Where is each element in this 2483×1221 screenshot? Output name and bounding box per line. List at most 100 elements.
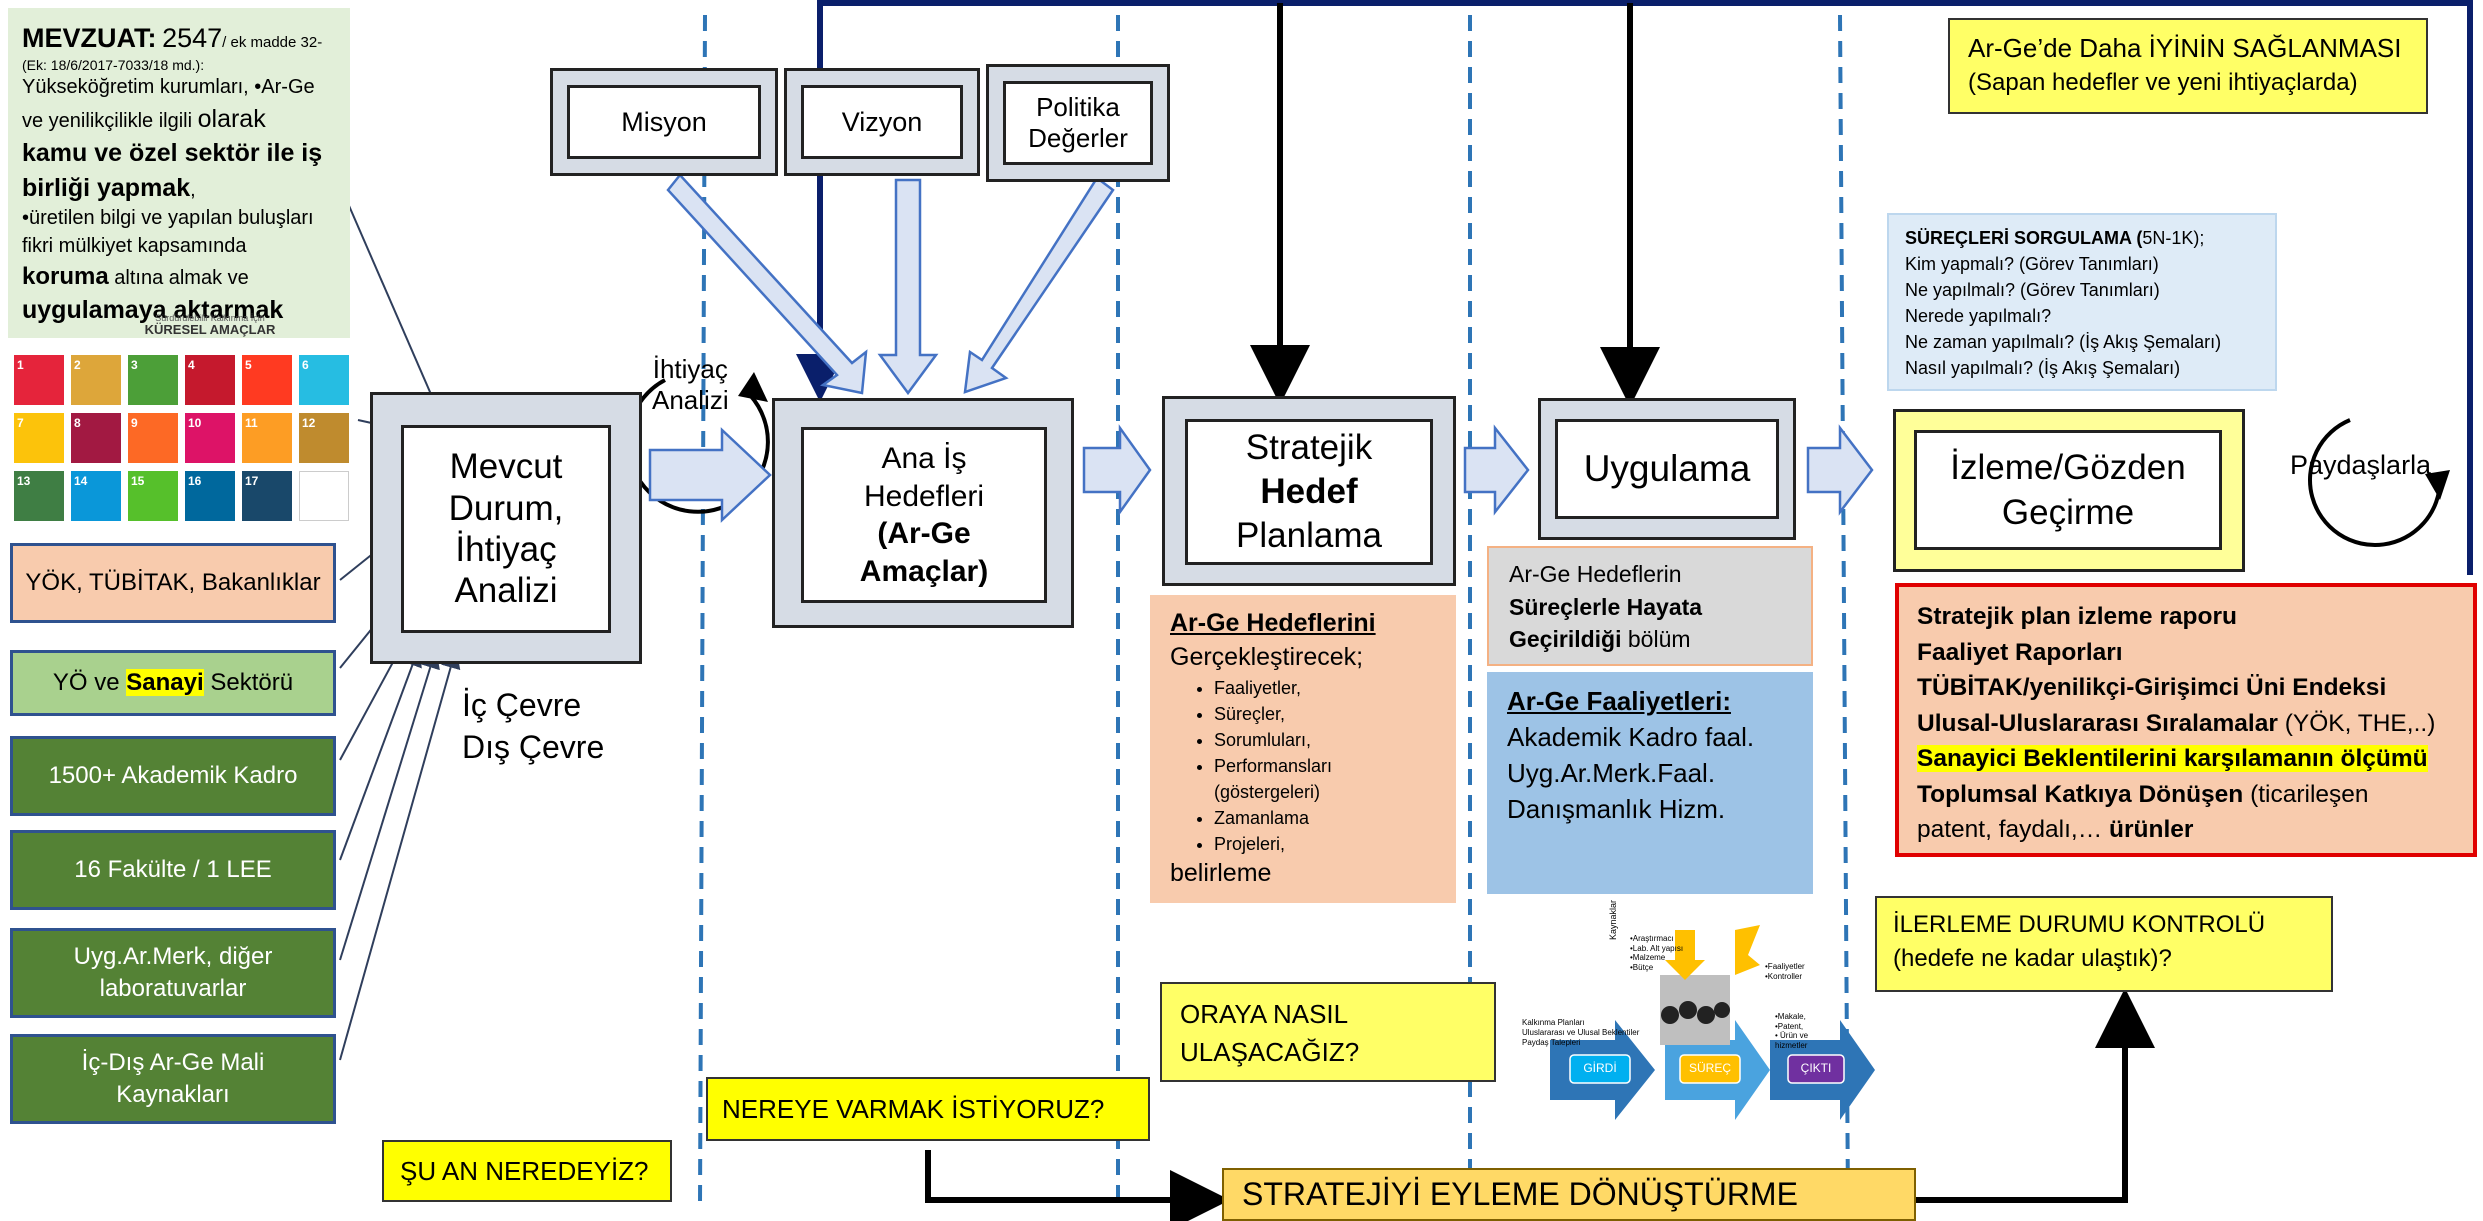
mevcut-durum-frame: Mevcut Durum, İhtiyaç Analizi (370, 392, 642, 664)
grey-l3b: bölüm (1621, 626, 1691, 653)
sdg-tile: 12 (299, 413, 349, 463)
eylem-box: STRATEJİYİ EYLEME DÖNÜŞTÜRME (1222, 1168, 1916, 1221)
faaliyet-l1: Akademik Kadro faal. (1507, 721, 1755, 752)
fakulte-label: 16 Fakülte / 1 LEE (74, 855, 272, 883)
yo-sanayi-box: YÖ ve Sanayi Sektörü (10, 650, 336, 716)
process-k2: •Lab. Alt yapısı (1630, 943, 1684, 953)
ana-is-frame: Ana İş Hedefleri (Ar-Ge Amaçlar) (772, 398, 1074, 628)
ihtiyac-l1: İhtiyaç (652, 354, 728, 384)
mevzuat-line7b: altına almak ve (108, 267, 249, 290)
process-surec-label: SÜREÇ (1688, 1061, 1731, 1075)
sdg-tile: 6 (299, 355, 349, 405)
ana-is-l3: (Ar-Ge (877, 517, 971, 550)
su-an-label: ŞU AN NEREDEYİZ? (400, 1155, 649, 1186)
fakulte-box: 16 Fakülte / 1 LEE (10, 830, 336, 910)
ilerleme-box: İLERLEME DURUMU KONTROLÜ (hedefe ne kada… (1875, 896, 2333, 992)
mevzuat-line2a: ve yenilikçilikle ilgili (22, 109, 198, 132)
mevzuat-ek: (Ek: 18/6/2017-7033/18 md.): (22, 57, 205, 74)
misyon-label: Misyon (621, 106, 707, 137)
mevzuat-line6: fikri mülkiyet kapsamında (22, 234, 247, 257)
izleme-l2: Geçirme (2001, 493, 2135, 532)
process-surec-btn (1679, 1054, 1741, 1084)
mevzuat-line7a: koruma (22, 263, 109, 291)
process-cikti-label: ÇIKTI (1800, 1061, 1832, 1075)
surecler-l2: Ne yapılmalı? (Görev Tanımları) (1905, 280, 2160, 301)
process-kaynak-arrow (1665, 930, 1705, 980)
process-gear (1679, 1001, 1697, 1019)
yo-label-a: YÖ ve (52, 669, 127, 696)
process-f2: •Kontroller (1765, 971, 1803, 981)
sdg-caption: Sürdürülebilir Kalkınma İçin KÜRESEL AMA… (140, 313, 280, 337)
sdg-tile (299, 471, 349, 521)
process-picture: Kaynaklar •Araştırmacı •Lab. Alt yapısı … (1520, 900, 1880, 1145)
process-girdi-text: Kalkınma Planları Uluslararası ve Ulusal… (1522, 1018, 1639, 1048)
sdg-caption-main: KÜRESEL AMAÇLAR (144, 322, 276, 337)
mevcut-l3: İhtiyaç (455, 530, 557, 569)
ic-cevre-label: İç Çevre (462, 687, 582, 723)
ana-is-l4: Amaçlar) (859, 554, 989, 588)
process-kaynak-list: •Araştırmacı •Lab. Alt yapısı •Malzeme •… (1630, 934, 1683, 972)
misyon-box: Misyon (567, 85, 761, 159)
izleme-l1: İzleme/Gözden (1950, 447, 2186, 487)
surecleri-sorgulama-box: SÜREÇLERİ SORGULAMA (5N-1K); Kim yapmalı… (1887, 213, 2277, 391)
uygulama-frame: Uygulama (1538, 398, 1796, 540)
sdg-tile: 3 (128, 355, 178, 405)
process-g3: Paydaş Talepleri (1522, 1038, 1581, 1047)
mevzuat-number: 2547 (162, 23, 223, 53)
sdg-tile: 10 (185, 413, 235, 463)
process-kaynaklar: Kaynaklar (1608, 899, 1618, 940)
uyg-label-1: Uyg.Ar.Merk, diğer (73, 942, 273, 970)
uygulama-box: Uygulama (1555, 419, 1779, 519)
izleme-raporu-box: Stratejik plan izleme raporu Faaliyet Ra… (1895, 583, 2477, 857)
surecler-title: SÜREÇLERİ SORGULAMA ( (1905, 228, 2143, 248)
process-c2: •Patent, (1775, 1021, 1804, 1031)
mevcut-durum-box: Mevcut Durum, İhtiyaç Analizi (401, 425, 611, 633)
nereye-label: NEREYE VARMAK İSTİYORUZ? (722, 1093, 1105, 1124)
arge-hedef-item: Projeleri, (1214, 831, 1436, 857)
mali-label-1: İç-Dış Ar-Ge Mali (81, 1048, 265, 1076)
process-gear (1697, 1006, 1715, 1024)
mevzuat-line4a: birliği yapmak (22, 173, 191, 202)
misyon-frame: Misyon (550, 68, 778, 176)
stratejik-l2: Hedef (1260, 472, 1358, 512)
grey-l1: Ar-Ge Hedeflerin (1509, 561, 1682, 587)
grey-l2: Süreçlerle Hayata (1509, 593, 1703, 620)
process-gear (1714, 1002, 1730, 1018)
process-k3: •Malzeme (1630, 953, 1666, 963)
mevzuat-line5: •üretilen bilgi ve yapılan buluşları (22, 207, 314, 230)
oraya-l1: ORAYA NASIL (1180, 999, 1349, 1029)
sdg-tile: 13 (14, 471, 64, 521)
stratejik-l3: Planlama (1236, 515, 1382, 555)
sdg-caption-small: Sürdürülebilir Kalkınma İçin (155, 313, 265, 323)
sdg-tile: 4 (185, 355, 235, 405)
process-cikti-text: •Makale, •Patent, • Ürün ve hizmetler (1775, 1012, 1808, 1050)
mevzuat-line2b: olarak (197, 104, 266, 133)
rapor-l3: TÜBİTAK/yenilikçi-Girişimci Üni Endeksi (1917, 674, 2387, 702)
paydaslar-label: Paydaşlarla (2290, 450, 2432, 480)
mali-label-2: Kaynakları (116, 1081, 230, 1108)
arge-faaliyetleri-box: Ar-Ge Faaliyetleri: Akademik Kadro faal.… (1487, 672, 1813, 894)
sdg-tile: 11 (242, 413, 292, 463)
ilerleme-l2: (hedefe ne kadar ulaştık)? (1893, 945, 2172, 973)
arge-hedef-item: Performansları (göstergeleri) (1214, 753, 1436, 805)
mevcut-l4: Analizi (454, 571, 558, 611)
sdg-tile: 2 (71, 355, 121, 405)
arge-hedef-item: Zamanlama (1214, 805, 1436, 831)
daha-iyi-box: Ar-Ge’de Daha İYİNİN SAĞLANMASI (Sapan h… (1948, 18, 2428, 114)
sdg-tile: 14 (71, 471, 121, 521)
surecler-l5: Nasıl yapılmalı? (İş Akış Şemaları) (1905, 358, 2181, 379)
process-gear (1661, 1006, 1679, 1024)
kadro-box: 1500+ Akademik Kadro (10, 736, 336, 816)
su-an-box: ŞU AN NEREDEYİZ? (382, 1140, 672, 1202)
sdg-tile: 15 (128, 471, 178, 521)
process-faaliyet-list: •Faaliyetler •Kontroller (1765, 962, 1805, 981)
mevzuat-line3: kamu ve özel sektör ile iş (22, 139, 323, 168)
uygulama-label: Uygulama (1583, 448, 1751, 489)
sdg-tile: 16 (185, 471, 235, 521)
faaliyet-l2: Uyg.Ar.Merk.Faal. (1507, 757, 1716, 788)
